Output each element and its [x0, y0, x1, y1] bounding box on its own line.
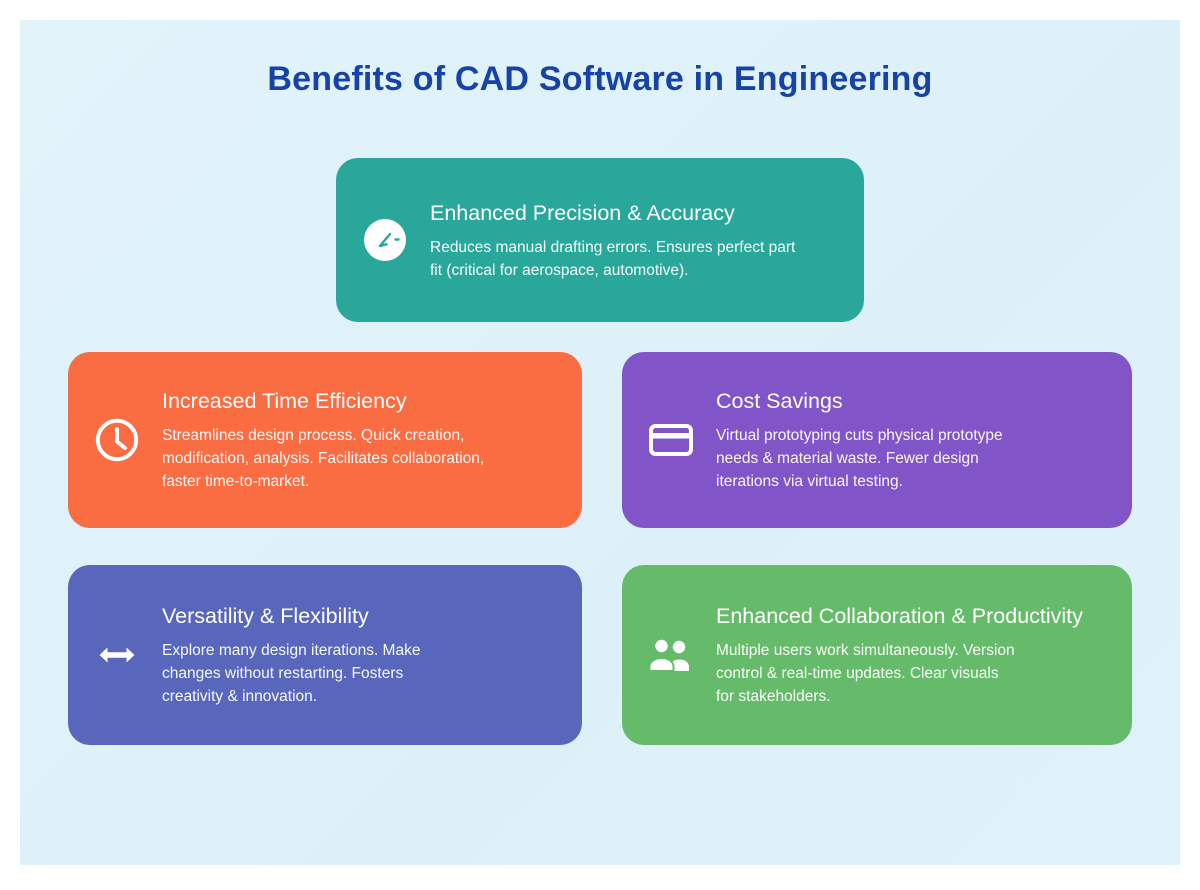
- card-precision-title: Enhanced Precision & Accuracy: [430, 200, 735, 225]
- card-versatility-text: Versatility & Flexibility Explore many d…: [162, 602, 558, 708]
- card-versatility-body: Explore many design iterations. Make cha…: [162, 642, 421, 705]
- card-cost-savings: Cost Savings Virtual prototyping cuts ph…: [622, 352, 1132, 528]
- card-time-efficiency-body: Streamlines design process. Quick creati…: [162, 427, 485, 490]
- card-collaboration: Enhanced Collaboration & Productivity Mu…: [622, 565, 1132, 745]
- card-versatility: Versatility & Flexibility Explore many d…: [68, 565, 582, 745]
- card-time-efficiency: Increased Time Efficiency Streamlines de…: [68, 352, 582, 528]
- clock-icon: [94, 417, 140, 463]
- card-precision-body: Reduces manual drafting errors. Ensures …: [430, 238, 796, 279]
- card-collaboration-icon-area: [648, 638, 694, 672]
- card-time-efficiency-icon-area: [94, 417, 140, 463]
- card-collaboration-title: Enhanced Collaboration & Productivity: [716, 604, 1083, 628]
- card-time-efficiency-text: Increased Time Efficiency Streamlines de…: [162, 387, 558, 493]
- card-precision-text: Enhanced Precision & Accuracy Reduces ma…: [430, 199, 840, 282]
- precision-gauge-icon: [364, 219, 406, 261]
- card-collaboration-body: Multiple users work simultaneously. Vers…: [716, 642, 1015, 705]
- double-arrow-icon: [98, 646, 136, 664]
- card-time-efficiency-title: Increased Time Efficiency: [162, 389, 407, 413]
- credit-card-icon: [648, 420, 694, 460]
- card-collaboration-text: Enhanced Collaboration & Productivity Mu…: [716, 602, 1108, 708]
- card-cost-savings-icon-area: [648, 420, 694, 460]
- infographic-canvas: Benefits of CAD Software in Engineering …: [20, 20, 1180, 865]
- card-versatility-title: Versatility & Flexibility: [162, 604, 369, 628]
- card-cost-savings-text: Cost Savings Virtual prototyping cuts ph…: [716, 387, 1108, 493]
- users-icon: [648, 638, 694, 672]
- page-title: Benefits of CAD Software in Engineering: [267, 60, 933, 98]
- card-precision: Enhanced Precision & Accuracy Reduces ma…: [336, 158, 864, 322]
- card-versatility-icon-area: [94, 646, 140, 664]
- card-precision-icon-area: [362, 219, 408, 261]
- card-cost-savings-title: Cost Savings: [716, 389, 843, 413]
- card-cost-savings-body: Virtual prototyping cuts physical protot…: [716, 427, 1003, 490]
